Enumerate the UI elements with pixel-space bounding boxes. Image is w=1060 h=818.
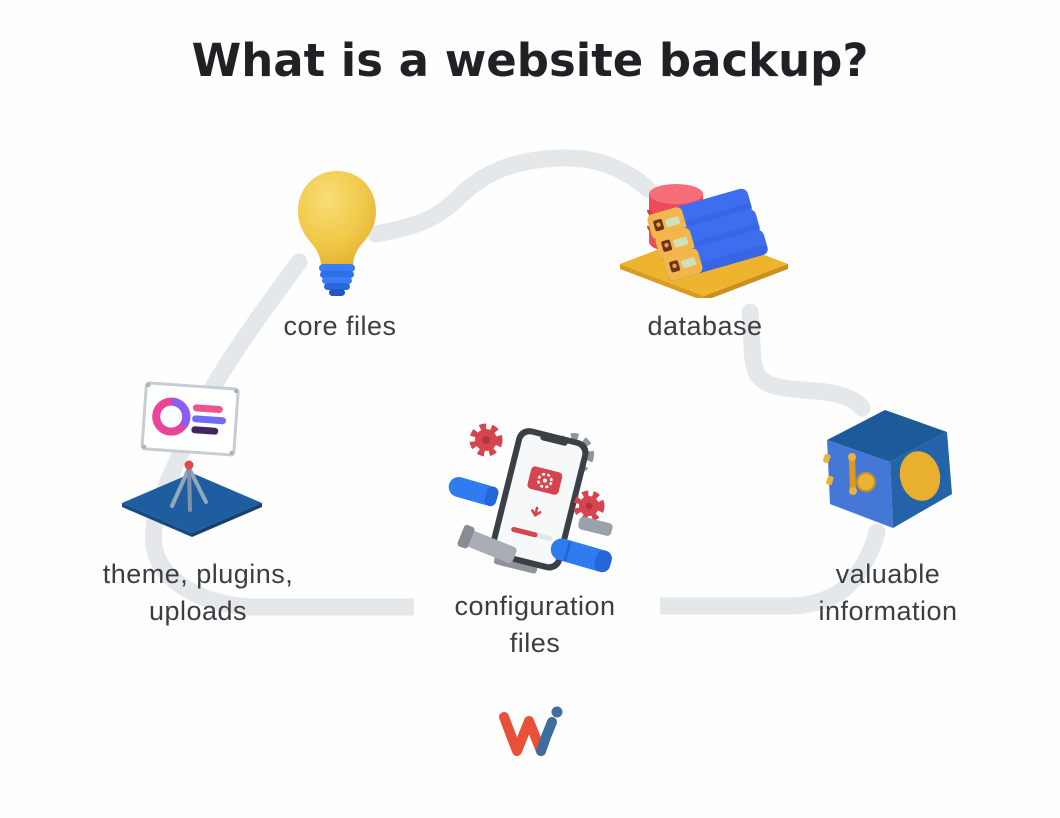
phone-gears-icon <box>448 423 613 574</box>
node-label-valuable-information: valuable information <box>818 559 958 626</box>
connector-segment-right <box>741 303 871 417</box>
node-label-core-files: core files <box>283 311 397 341</box>
presentation-board-icon <box>122 381 262 537</box>
safe-icon <box>823 410 952 528</box>
node-label-database: database <box>647 311 763 341</box>
database-servers-icon <box>620 184 788 298</box>
lightbulb-icon <box>298 171 376 296</box>
node-label-theme-plugins-uploads: theme, plugins, uploads <box>102 559 294 626</box>
connector-segment-top <box>367 149 657 243</box>
red-gear-top-left <box>469 423 503 457</box>
page-title: What is a website backup? <box>191 34 869 87</box>
red-gear-right <box>573 490 605 522</box>
wi-brand-logo-icon <box>499 706 563 756</box>
node-label-configuration-files: configuration files <box>454 591 616 658</box>
connector-segment-safe-elbow <box>785 523 886 615</box>
